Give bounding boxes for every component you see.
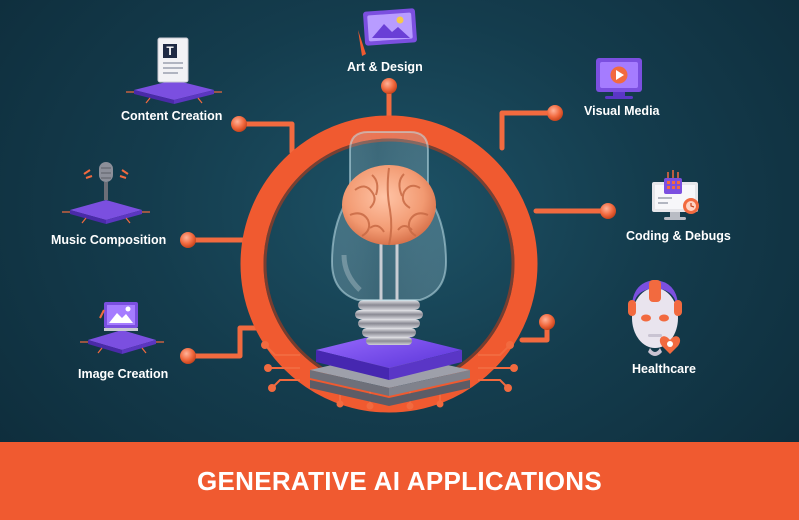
brain-icon <box>342 165 436 246</box>
image-gallery-icon <box>80 302 164 354</box>
node-health <box>539 314 555 330</box>
label-visual-media: Visual Media <box>584 104 660 118</box>
label-music-composition: Music Composition <box>51 233 167 247</box>
node-visual <box>547 105 563 121</box>
microphone-icon <box>62 162 150 224</box>
chip-icon <box>310 332 470 406</box>
node-image <box>180 348 196 364</box>
video-player-icon <box>596 58 642 99</box>
label-healthcare: Healthcare <box>632 362 696 376</box>
banner-title: GENERATIVE AI APPLICATIONS <box>196 465 603 496</box>
node-coding <box>600 203 616 219</box>
title-banner: GENERATIVE AI APPLICATIONS <box>0 442 799 520</box>
diagram-stage: T <box>51 8 731 413</box>
connector-image <box>185 325 261 359</box>
bulb-base <box>355 300 423 345</box>
robot-health-icon <box>628 280 682 356</box>
connector-visual <box>499 110 558 151</box>
node-music <box>180 232 196 248</box>
node-content <box>231 116 247 132</box>
palette-icon <box>358 8 417 56</box>
label-content-creation: Content Creation <box>121 109 223 123</box>
connector-nodes <box>180 78 616 364</box>
label-coding-debugs: Coding & Debugs <box>626 229 731 243</box>
node-art <box>381 78 397 94</box>
document-icon: T <box>126 37 222 104</box>
code-monitor-icon <box>652 170 699 220</box>
connector-layer: T <box>62 8 699 413</box>
label-image-creation: Image Creation <box>78 367 169 381</box>
svg-text:T: T <box>166 44 174 58</box>
label-art-design: Art & Design <box>347 60 423 74</box>
connector-content <box>236 121 295 155</box>
